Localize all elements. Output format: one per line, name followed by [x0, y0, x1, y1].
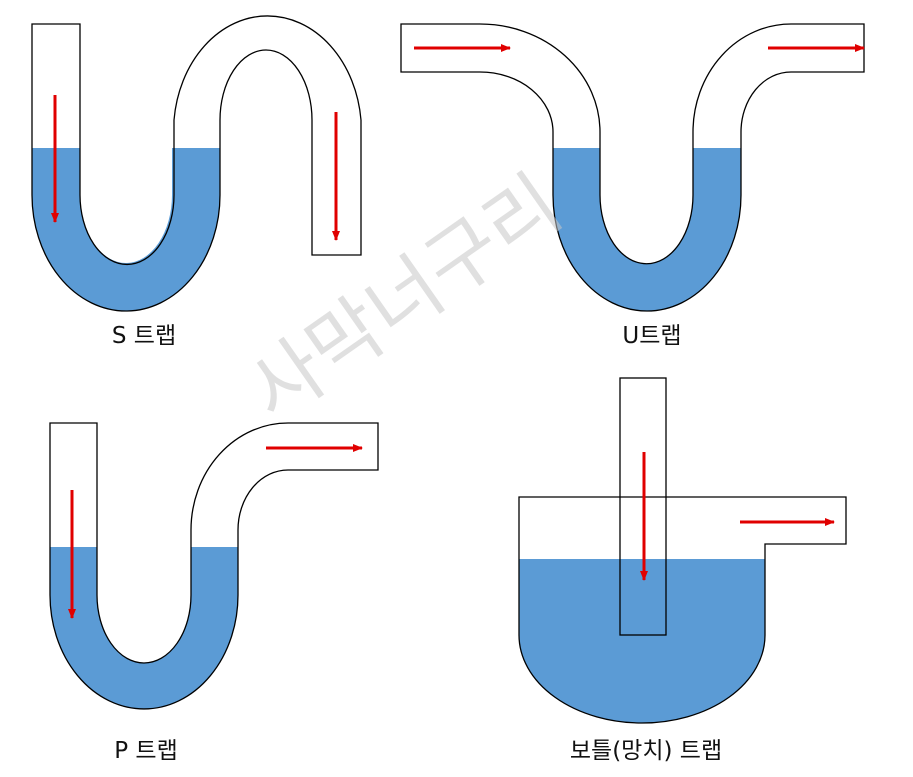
- watermark: 사막너구리: [232, 159, 578, 439]
- u-trap-outer-wall: [400, 23, 865, 312]
- s-trap-label: S 트랩: [112, 323, 176, 349]
- s-trap: [31, 15, 362, 312]
- bottle-trap-body: [518, 496, 847, 724]
- p-trap: [49, 422, 379, 710]
- u-trap: [400, 23, 865, 312]
- p-trap-outer-wall: [49, 422, 379, 710]
- s-trap-outer-wall: [31, 15, 362, 312]
- bottle-trap-label: 보틀(망치) 트랩: [570, 738, 722, 764]
- u-trap-label: U트랩: [622, 323, 681, 349]
- p-trap-water: [50, 547, 238, 709]
- bottle-trap: [518, 377, 847, 724]
- bottle-trap-inlet-pipe: [619, 377, 667, 636]
- bottle-trap-water: [519, 559, 765, 723]
- u-trap-water: [553, 148, 741, 311]
- p-trap-label: P 트랩: [114, 738, 178, 764]
- s-trap-water: [32, 148, 220, 311]
